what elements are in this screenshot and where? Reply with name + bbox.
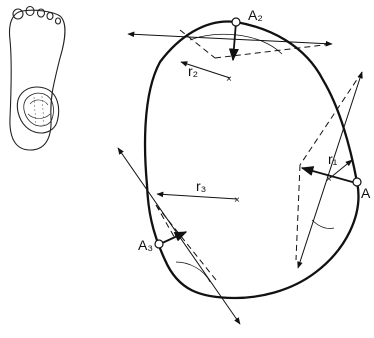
cross-section-contour (143, 20, 360, 300)
point-a2-marker (231, 17, 241, 27)
radius-r2-line (180, 61, 231, 79)
point-a3-marker (154, 239, 164, 249)
point-a-marker (352, 177, 362, 187)
tangent-top (127, 29, 333, 59)
normal-arrow-a2 (228, 21, 239, 62)
center-r3-mark: × (234, 195, 240, 206)
tangent-right (295, 71, 363, 269)
radius-r3-line (156, 191, 238, 200)
foot-outline (8, 9, 66, 151)
toe-5 (54, 17, 62, 25)
toe-1 (12, 8, 24, 20)
toe-2 (25, 5, 35, 17)
heel-section-inner (23, 92, 54, 127)
label-radius-r2: r₂ (188, 63, 198, 79)
toe-3 (36, 8, 46, 18)
heel-section-outer (16, 86, 60, 134)
label-point-a: A (361, 185, 371, 201)
label-radius-r1: r₁ (328, 151, 338, 167)
center-r2-mark: × (226, 74, 232, 85)
label-point-a3: A₃ (138, 237, 153, 253)
normal-arrow-a3 (159, 231, 188, 245)
toe-4 (46, 11, 54, 21)
radius-r1-line (329, 159, 353, 179)
label-radius-r3: r₃ (196, 178, 206, 194)
center-r1-mark: × (326, 174, 332, 185)
normal-arrow-a (300, 166, 357, 184)
label-point-a2: A₂ (248, 7, 263, 23)
foot-thumbnail (8, 5, 66, 151)
